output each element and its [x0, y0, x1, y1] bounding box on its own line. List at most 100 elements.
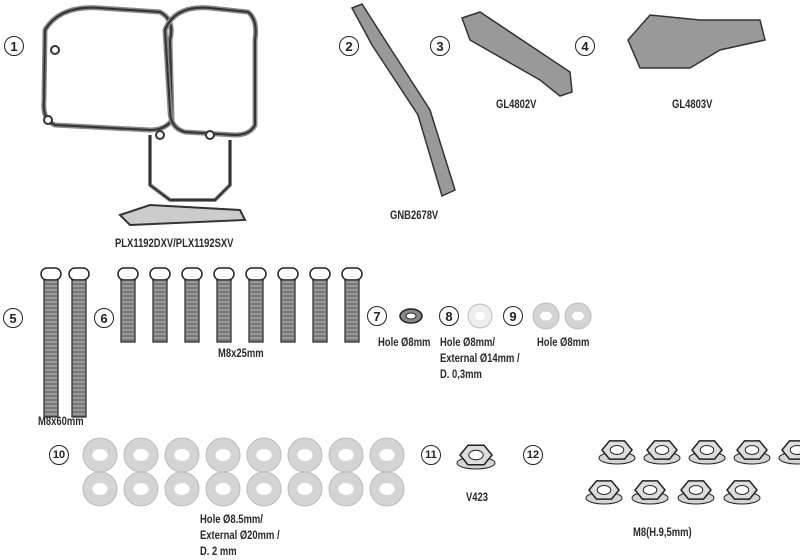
nut-hole	[654, 445, 670, 455]
nut-hole	[468, 449, 484, 461]
washer-10-hole	[215, 483, 231, 495]
washer-10-hole	[256, 483, 272, 495]
part-number-5: 5	[3, 308, 23, 328]
bolt-m8x25	[117, 267, 139, 343]
part-number-11: 11	[421, 445, 441, 465]
washer-10-hole	[379, 449, 395, 461]
bolt-shank	[152, 279, 168, 343]
plate-gl4802v-drawing	[461, 11, 573, 97]
part-label-11: V423	[466, 492, 489, 504]
bolt-m8x60	[68, 267, 90, 418]
part-number-6: 6	[94, 308, 114, 328]
flange-nut-m8	[598, 440, 636, 465]
flange-nut-m8	[688, 440, 726, 465]
part-number-8: 8	[439, 306, 459, 326]
washer-9-hole	[572, 311, 584, 321]
part-label-10-line-3: D. 2 mm	[200, 546, 237, 558]
bolt-head	[213, 267, 235, 281]
bolt-head	[341, 267, 363, 281]
part-number-4: 4	[575, 36, 595, 56]
washer-10-hole	[297, 483, 313, 495]
part-label-5: M8x60mm	[38, 416, 84, 428]
part-label-7: Hole Ø8mm	[378, 337, 431, 349]
bolt-head	[40, 267, 62, 281]
bolt-head	[117, 267, 139, 281]
part-number-3: 3	[430, 36, 450, 56]
nut-v423	[456, 444, 496, 470]
part-number-2: 2	[339, 36, 359, 56]
flange-nut-m8	[631, 480, 669, 505]
nut-hole	[609, 445, 625, 455]
flange-nut-m8	[677, 480, 715, 505]
flange-nut-m8	[778, 440, 800, 465]
flange-nut-m8	[585, 480, 623, 505]
washer-10-hole	[133, 449, 149, 461]
part-label-8: Hole Ø8mm/ External Ø14mm / D. 0,3mm	[440, 335, 520, 383]
bolt-shank	[216, 279, 232, 343]
part-number-12: 12	[523, 445, 543, 465]
bolt-m8x25	[181, 267, 203, 343]
washer-10-hole	[174, 449, 190, 461]
part-label-8-line-2: External Ø14mm /	[440, 353, 520, 365]
nut-hole	[734, 485, 750, 495]
nut-hole	[642, 485, 658, 495]
bolts-group	[40, 267, 363, 418]
part-label-12: M8(H.9,5mm)	[633, 527, 692, 539]
bolt-shank	[120, 279, 136, 343]
part-label-8-line-1: Hole Ø8mm/	[440, 337, 496, 349]
nut-hole	[596, 485, 612, 495]
part-label-2: GNB2678V	[390, 210, 439, 222]
part-number-7: 7	[367, 306, 387, 326]
part-label-3: GL4802V	[496, 99, 537, 111]
flange-nut-m8	[723, 480, 761, 505]
bar-gnb2678v-drawing	[350, 3, 456, 198]
part-label-4: GL4803V	[672, 99, 713, 111]
bolt-shank	[184, 279, 200, 343]
part-label-1: PLX1192DXV/PLX1192SXV	[115, 238, 234, 250]
bolt-head	[245, 267, 267, 281]
washer-9-hole	[540, 311, 552, 321]
bolt-head	[149, 267, 171, 281]
washer-10-hole	[92, 483, 108, 495]
washers-group	[82, 302, 592, 507]
washer-10-hole	[338, 483, 354, 495]
side-frame-drawing	[41, 5, 259, 227]
part-number-9: 9	[503, 306, 523, 326]
part-label-10-line-1: Hole Ø8.5mm/	[200, 514, 263, 526]
bolt-head	[68, 267, 90, 281]
bolt-shank	[248, 279, 264, 343]
part-label-10: Hole Ø8.5mm/ External Ø20mm / D. 2 mm	[200, 512, 280, 560]
washer-10-hole	[256, 449, 272, 461]
bolt-shank	[312, 279, 328, 343]
bolt-m8x25	[245, 267, 267, 343]
part-number-10: 10	[49, 445, 69, 465]
bolt-head	[277, 267, 299, 281]
washer-10-hole	[297, 449, 313, 461]
bolt-m8x25	[309, 267, 331, 343]
part-label-9: Hole Ø8mm	[537, 337, 590, 349]
washer-10-hole	[215, 449, 231, 461]
bolt-head	[309, 267, 331, 281]
lock-washer-hole	[405, 312, 417, 320]
nut-hole	[789, 445, 800, 455]
nut-hole	[744, 445, 760, 455]
flange-nut-m8	[733, 440, 771, 465]
bolt-m8x25	[213, 267, 235, 343]
bolt-m8x60	[40, 267, 62, 418]
part-number-1: 1	[4, 36, 24, 56]
part-label-10-line-2: External Ø20mm /	[200, 530, 280, 542]
bolt-shank	[280, 279, 296, 343]
bolt-m8x25	[149, 267, 171, 343]
bolt-m8x25	[341, 267, 363, 343]
flange-nut-m8	[643, 440, 681, 465]
bolt-shank	[344, 279, 360, 343]
bolt-head	[181, 267, 203, 281]
washer-10-hole	[92, 449, 108, 461]
bolt-m8x25	[277, 267, 299, 343]
washer-10-hole	[174, 483, 190, 495]
nut-hole	[699, 445, 715, 455]
nut-hole	[688, 485, 704, 495]
washer-10-hole	[338, 449, 354, 461]
part-label-6: M8x25mm	[218, 348, 264, 360]
